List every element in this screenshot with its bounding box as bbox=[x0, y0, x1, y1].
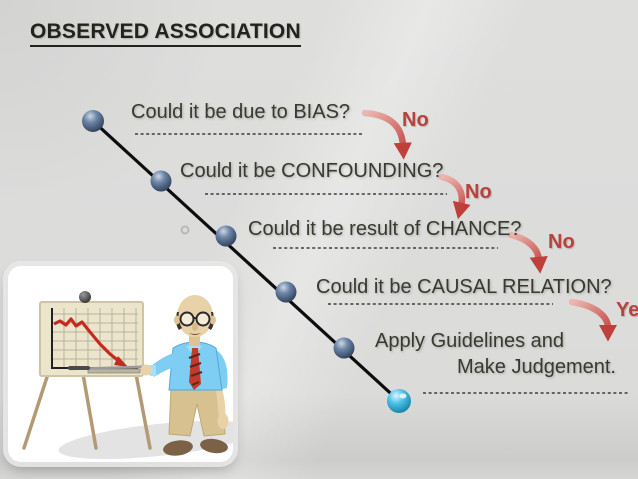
bead-final-cyan-icon bbox=[387, 389, 411, 413]
dashed-underlines bbox=[135, 133, 630, 394]
presenter-pointing-at-declining-chart-icon bbox=[22, 291, 233, 460]
question-chance: Could it be result of CHANCE? bbox=[248, 218, 522, 240]
no-arrow-2-icon bbox=[438, 173, 471, 220]
question-bias: Could it be due to BIAS? bbox=[131, 101, 351, 123]
answer-no-2: No bbox=[465, 181, 492, 203]
answer-no-1: No bbox=[402, 109, 429, 131]
bead-3-icon bbox=[215, 225, 237, 247]
yes-arrow-icon bbox=[568, 298, 618, 342]
bead-5-icon bbox=[333, 337, 355, 359]
answer-no-3: No bbox=[548, 231, 575, 253]
conclusion-line-2: Make Judgement. bbox=[457, 356, 616, 378]
question-causal: Could it be CAUSAL RELATION? bbox=[316, 276, 612, 298]
ring-dot-icon bbox=[180, 225, 190, 235]
no-arrow-1-icon bbox=[361, 109, 412, 160]
answer-arrows bbox=[361, 109, 618, 342]
slide-title: OBSERVED ASSOCIATION bbox=[30, 20, 301, 47]
question-confounding: Could it be CONFOUNDING? bbox=[180, 160, 444, 182]
no-arrow-3-icon bbox=[507, 231, 548, 274]
bead-highlight bbox=[399, 393, 407, 399]
step-beads bbox=[82, 110, 411, 413]
bead-2-icon bbox=[150, 170, 172, 192]
answer-yes: Yes bbox=[616, 299, 638, 321]
bead-4-icon bbox=[275, 281, 297, 303]
bead-1-icon bbox=[82, 110, 104, 132]
conclusion-line-1: Apply Guidelines and bbox=[375, 330, 565, 352]
illustration-panel bbox=[8, 266, 233, 462]
